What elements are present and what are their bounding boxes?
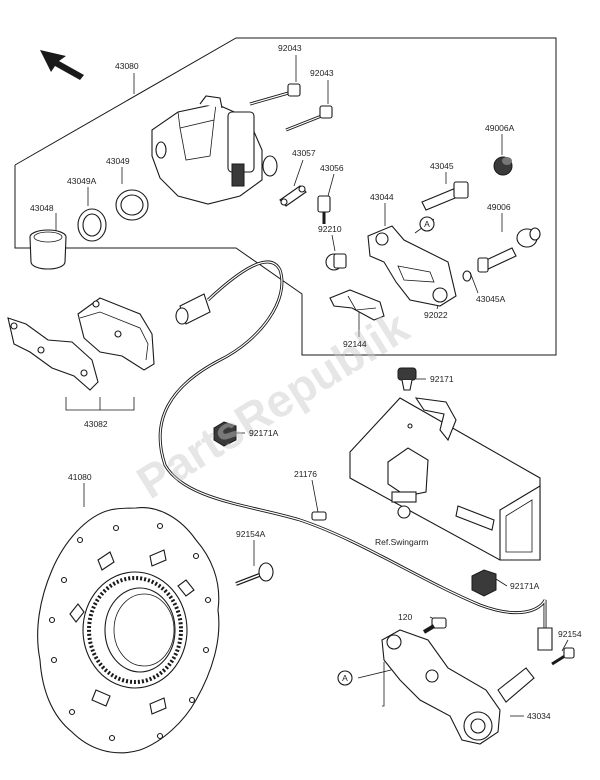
svg-text:A: A	[424, 219, 430, 229]
washer-92022	[462, 270, 472, 282]
caliper-body-43080	[151, 95, 278, 205]
brake-pads-43082	[7, 297, 155, 411]
pin-43045A	[477, 247, 517, 273]
label-92171[interactable]: 92171	[430, 374, 454, 384]
boot-49006	[516, 227, 541, 248]
direction-arrow-icon	[40, 50, 84, 80]
label-43045A[interactable]: 43045A	[476, 294, 506, 304]
pad-spring-92144	[329, 289, 385, 321]
bolt-92043-lower	[285, 105, 333, 132]
label-92043-lower[interactable]: 92043	[310, 68, 334, 78]
pin-43045	[421, 181, 469, 211]
grommet-92171A-upper	[213, 421, 237, 447]
bolt-120	[422, 617, 447, 634]
part-labels: 43080 92043 92043 43049 43049A 43048 430…	[30, 43, 582, 721]
label-92210[interactable]: 92210	[318, 224, 342, 234]
label-41080[interactable]: 41080	[68, 472, 92, 482]
piston-43048	[29, 229, 67, 270]
label-92154[interactable]: 92154	[558, 629, 582, 639]
label-92171A-lower[interactable]: 92171A	[510, 581, 540, 591]
label-49006[interactable]: 49006	[487, 202, 511, 212]
sensor-cable-21176	[158, 260, 553, 651]
disc-bolt-92154A	[235, 562, 274, 586]
label-92144[interactable]: 92144	[343, 339, 367, 349]
label-92154A[interactable]: 92154A	[236, 529, 266, 539]
boot-49006A	[493, 156, 513, 176]
caliper-assembly-box	[14, 37, 557, 356]
label-21176[interactable]: 21176	[294, 469, 317, 479]
leader-lines	[55, 55, 569, 717]
marker-a-upper: A	[419, 216, 435, 232]
label-92043-upper[interactable]: 92043	[278, 43, 302, 53]
label-43057[interactable]: 43057	[292, 148, 316, 158]
label-ref-swingarm: Ref.Swingarm	[375, 537, 428, 547]
label-43080[interactable]: 43080	[115, 61, 139, 71]
bleeder-cap-43057	[279, 185, 307, 207]
label-92171A-upper[interactable]: 92171A	[249, 428, 279, 438]
label-43044[interactable]: 43044	[370, 192, 394, 202]
label-43045[interactable]: 43045	[430, 161, 454, 171]
brake-disc-41080	[37, 507, 220, 754]
label-43049A[interactable]: 43049A	[67, 176, 97, 186]
label-43082[interactable]: 43082	[84, 419, 108, 429]
label-43034[interactable]: 43034	[527, 711, 551, 721]
grommet-92171A-lower	[471, 569, 497, 597]
label-120[interactable]: 120	[398, 612, 412, 622]
bleeder-valve-43056	[317, 195, 331, 224]
label-43049[interactable]: 43049	[106, 156, 130, 166]
seal-43049A	[77, 208, 107, 242]
svg-text:A: A	[342, 673, 348, 683]
plug-92210	[325, 253, 347, 271]
label-92022[interactable]: 92022	[424, 310, 448, 320]
label-43056[interactable]: 43056	[320, 163, 344, 173]
bolt-92043-upper	[249, 83, 301, 106]
caliper-bracket-43034	[381, 629, 535, 745]
seal-43049	[115, 189, 149, 221]
sensor-bolt-92154	[551, 647, 575, 666]
caliper-bracket-43044	[367, 225, 457, 307]
swingarm-reference	[349, 397, 541, 561]
marker-a-lower: A	[337, 670, 353, 686]
clamp-92171	[397, 367, 417, 391]
label-43048[interactable]: 43048	[30, 203, 54, 213]
label-49006A[interactable]: 49006A	[485, 123, 515, 133]
